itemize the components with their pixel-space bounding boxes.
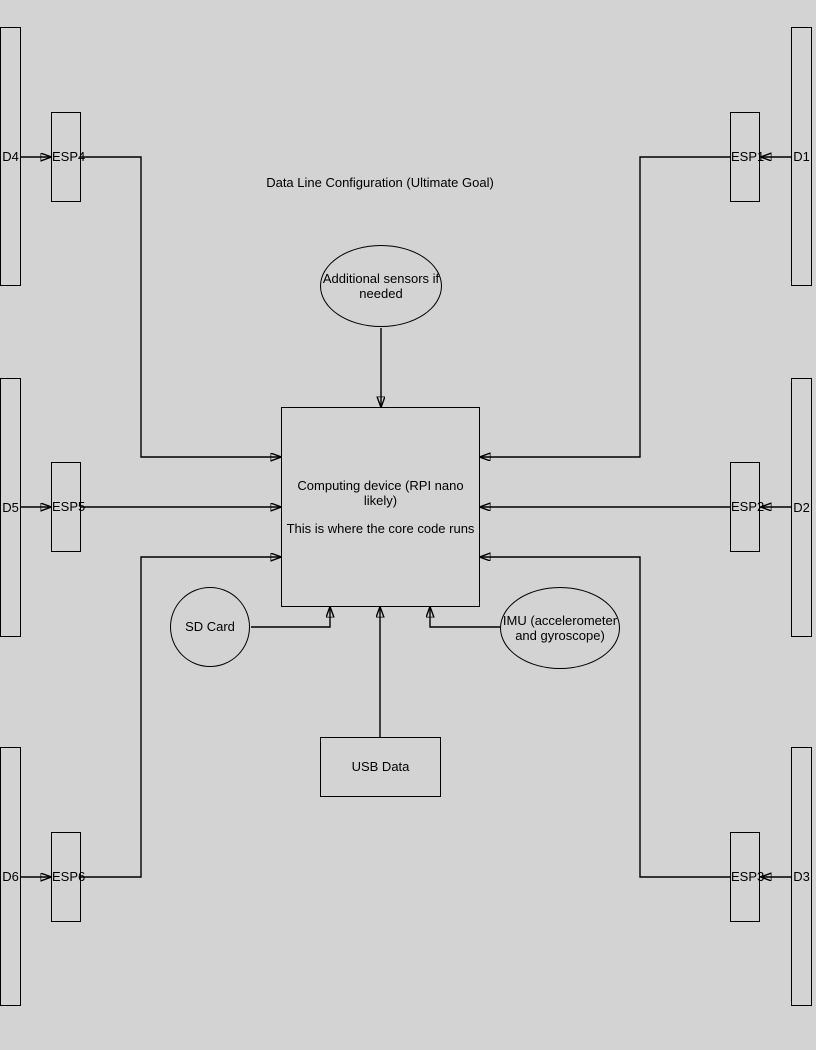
node-d4: D4 [0, 27, 21, 286]
label-line: IMU (accelerometer [502, 612, 618, 628]
node-d2-label: D2 [793, 499, 810, 515]
label-line: and gyroscope) [515, 628, 605, 643]
node-usb-data-label: USB Data [351, 759, 410, 775]
node-esp6: ESP6 [51, 832, 86, 922]
node-esp1: ESP1 [730, 112, 765, 202]
node-imu: IMU (accelerometer and gyroscope) [500, 587, 620, 669]
connector-esp4-computer [81, 156, 281, 457]
node-sd-card: SD Card [170, 587, 250, 667]
node-esp6-label: ESP6 [52, 869, 86, 885]
diagram-title: Data Line Configuration (Ultimate Goal) [266, 175, 494, 190]
connector-sdcard-computer [251, 607, 330, 628]
node-esp1-label: ESP1 [731, 149, 765, 165]
connector-esp1-computer [480, 156, 730, 457]
label-line: needed [359, 286, 403, 301]
node-esp3-label: ESP3 [731, 869, 765, 885]
node-esp4: ESP4 [51, 112, 86, 202]
label-line: Additional sensors if [322, 270, 440, 286]
connector-esp6-computer [81, 557, 281, 878]
node-d5: D5 [0, 378, 21, 637]
node-esp2-label: ESP2 [731, 499, 765, 515]
node-additional-sensors-label: Additional sensors if needed [321, 271, 441, 302]
node-d6-label: D6 [2, 868, 19, 884]
node-d3-label: D3 [793, 868, 810, 884]
connector-esp3-computer [480, 557, 730, 878]
node-esp4-label: ESP4 [52, 149, 86, 165]
node-additional-sensors: Additional sensors if needed [320, 245, 442, 327]
computing-device-line1: Computing device (RPI nano likely) [297, 477, 464, 508]
node-d1: D1 [791, 27, 812, 286]
node-d5-label: D5 [2, 499, 19, 515]
node-esp3: ESP3 [730, 832, 765, 922]
node-esp2: ESP2 [730, 462, 765, 552]
node-d1-label: D1 [793, 148, 810, 164]
connector-imu-computer [430, 607, 500, 628]
node-d6: D6 [0, 747, 21, 1006]
node-esp5: ESP5 [51, 462, 86, 552]
node-imu-label: IMU (accelerometer and gyroscope) [501, 613, 619, 644]
node-d3: D3 [791, 747, 812, 1006]
node-sd-card-label: SD Card [185, 619, 235, 635]
computing-device-line2: This is where the core code runs [286, 521, 475, 537]
node-d4-label: D4 [2, 148, 19, 164]
node-esp5-label: ESP5 [52, 499, 86, 515]
node-d2: D2 [791, 378, 812, 637]
node-usb-data: USB Data [320, 737, 441, 797]
node-computing-device: Computing device (RPI nano likely) This … [281, 407, 480, 607]
